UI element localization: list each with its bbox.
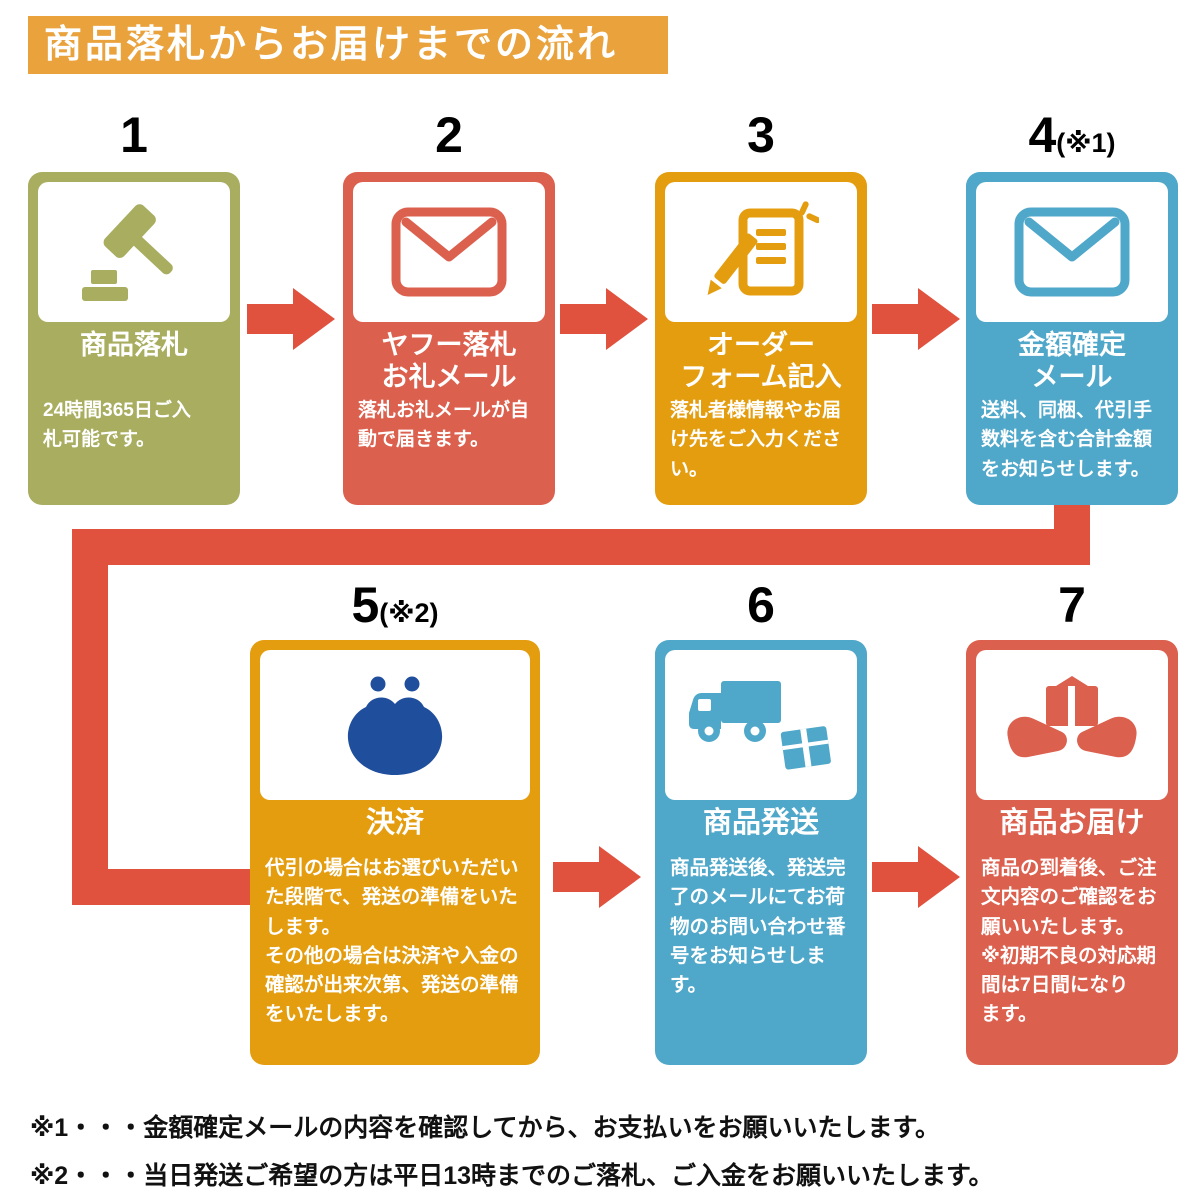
step-number-3: 3 [655, 106, 867, 164]
arrow-right-icon [247, 288, 335, 350]
step-number-text: 4 [1028, 107, 1057, 163]
arrow-right-icon [872, 846, 960, 908]
step-number-1: 1 [28, 106, 240, 164]
step-number-text: 2 [435, 107, 463, 163]
gavel-icon [38, 182, 230, 322]
flow-connector-segment [72, 529, 1090, 565]
step-description: 送料、同梱、代引手 数料を含む合計金額 をお知らせします。 [981, 400, 1153, 480]
step-label: オーダー フォーム記入 [680, 330, 842, 392]
step-label: 商品落札 [80, 330, 188, 360]
step-card-thanks-mail: ヤフー落札 お礼メール 落札お礼メールが自 動で届きます。 [343, 172, 555, 505]
step-number-suffix: (※1) [1056, 128, 1116, 158]
mail-icon [976, 182, 1168, 322]
arrow-right-icon [872, 288, 960, 350]
order-form-icon [665, 182, 857, 322]
delivery-truck-icon [665, 650, 857, 800]
step-card-order-form: オーダー フォーム記入 落札者様情報やお届 け先をご入力くださ い。 [655, 172, 867, 505]
step-number-text: 5 [351, 577, 380, 633]
step-card-shipping: 商品発送 商品発送後、発送完 了のメールにてお荷 物のお問い合わせ番 号をお知ら… [655, 640, 867, 1065]
step-label: 金額確定 メール [1018, 330, 1126, 392]
step-card-payment: 決済 代引の場合はお選びいただい た段階で、発送の準備をいた します。 その他の… [250, 640, 540, 1065]
step-number-text: 1 [120, 107, 148, 163]
step-description: 商品発送後、発送完 了のメールにてお荷 物のお問い合わせ番 号をお知らせします。 [670, 857, 846, 996]
step-description: 落札お礼メールが自 動で届きます。 [358, 400, 530, 451]
hands-package-icon [976, 650, 1168, 800]
step-description: 代引の場合はお選びいただい た段階で、発送の準備をいた します。 その他の場合は… [265, 857, 519, 1026]
step-number-text: 7 [1058, 577, 1086, 633]
step-number-7: 7 [966, 576, 1178, 634]
footnote-2: ※2・・・当日発送ご希望の方は平日13時までのご落札、ご入金をお願いいたします。 [30, 1162, 994, 1190]
step-label: ヤフー落札 お礼メール [381, 330, 517, 392]
arrow-right-icon [560, 288, 648, 350]
flow-connector-segment [72, 869, 252, 905]
step-number-text: 6 [747, 577, 775, 633]
coin-purse-icon [260, 650, 530, 800]
step-description: 24時間365日ご入 札可能です。 [43, 400, 191, 451]
flow-connector-segment [72, 529, 108, 905]
step-number-2: 2 [343, 106, 555, 164]
page-title: 商品落札からお届けまでの流れ [28, 16, 668, 74]
footnote-1: ※1・・・金額確定メールの内容を確認してから、お支払いをお願いいたします。 [30, 1114, 940, 1142]
step-description: 商品の到着後、ご注 文内容のご確認をお 願いいたします。 ※初期不良の対応期 間… [981, 857, 1157, 1026]
step-card-auction-win: 商品落札 24時間365日ご入 札可能です。 [28, 172, 240, 505]
step-label: 商品発送 [702, 807, 819, 839]
step-description: 落札者様情報やお届 け先をご入力くださ い。 [670, 400, 842, 480]
mail-icon [353, 182, 545, 322]
step-number-5: 5(※2) [250, 576, 540, 634]
step-card-price-mail: 金額確定 メール 送料、同梱、代引手 数料を含む合計金額 をお知らせします。 [966, 172, 1178, 505]
step-number-6: 6 [655, 576, 867, 634]
step-number-text: 3 [747, 107, 775, 163]
step-number-suffix: (※2) [379, 598, 439, 628]
step-number-4: 4(※1) [966, 106, 1178, 164]
arrow-right-icon [553, 846, 641, 908]
step-label: 決済 [365, 807, 424, 839]
step-label: 商品お届け [999, 807, 1145, 839]
step-card-delivery: 商品お届け 商品の到着後、ご注 文内容のご確認をお 願いいたします。 ※初期不良… [966, 640, 1178, 1065]
